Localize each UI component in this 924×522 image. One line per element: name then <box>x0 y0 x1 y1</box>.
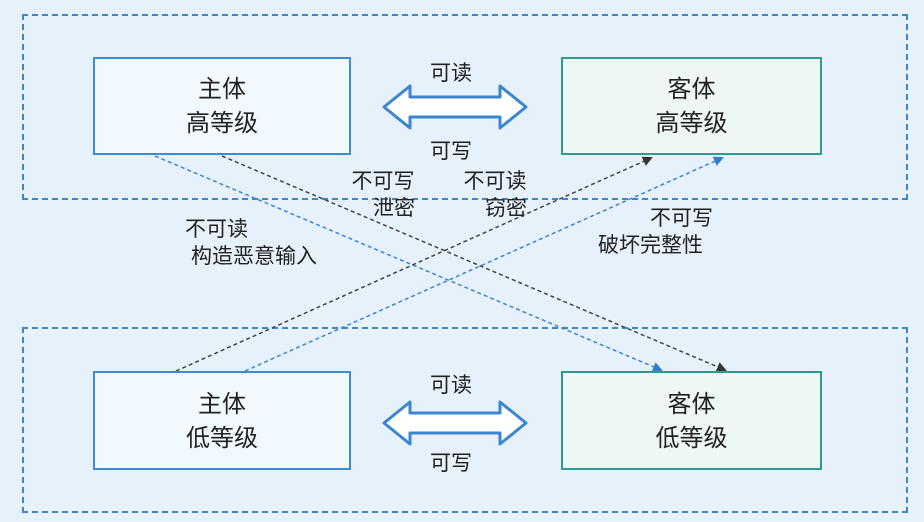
object-high-box: 客体 高等级 <box>561 57 822 155</box>
low-write-label: 可写 <box>430 451 472 475</box>
no-write-integrity-label: 不可写 破坏完整性 <box>598 205 713 259</box>
high-read-label: 可读 <box>430 61 472 85</box>
no-read-steal-line2: 窃密 <box>485 196 527 220</box>
no-write-leak-line1: 不可写 <box>351 169 415 193</box>
no-read-steal-label: 不可读 窃密 <box>463 168 528 222</box>
object-low-level: 低等级 <box>655 423 728 452</box>
subject-low-level: 低等级 <box>186 423 258 452</box>
no-write-leak-label: 不可写 泄密 <box>351 168 416 222</box>
object-low-box: 客体 低等级 <box>561 371 822 470</box>
no-read-input-line1: 不可读 <box>185 217 248 241</box>
no-read-input-line2: 构造恶意输入 <box>191 244 317 268</box>
subject-high-box: 主体 高等级 <box>93 57 351 155</box>
no-write-integrity-line2: 破坏完整性 <box>598 233 703 257</box>
object-high-level: 高等级 <box>655 109 728 137</box>
subject-high-title: 主体 <box>198 75 246 103</box>
no-read-input-label: 不可读 构造恶意输入 <box>185 216 317 270</box>
object-low-title: 客体 <box>667 389 716 418</box>
no-read-steal-line1: 不可读 <box>463 169 527 193</box>
no-write-leak-line2: 泄密 <box>373 196 415 220</box>
subject-low-title: 主体 <box>198 389 246 418</box>
object-high-title: 客体 <box>667 75 716 103</box>
low-read-label: 可读 <box>430 373 472 397</box>
subject-high-level: 高等级 <box>186 109 258 137</box>
subject-low-box: 主体 低等级 <box>93 371 351 470</box>
no-write-integrity-line1: 不可写 <box>650 206 713 230</box>
high-write-label: 可写 <box>430 139 472 163</box>
